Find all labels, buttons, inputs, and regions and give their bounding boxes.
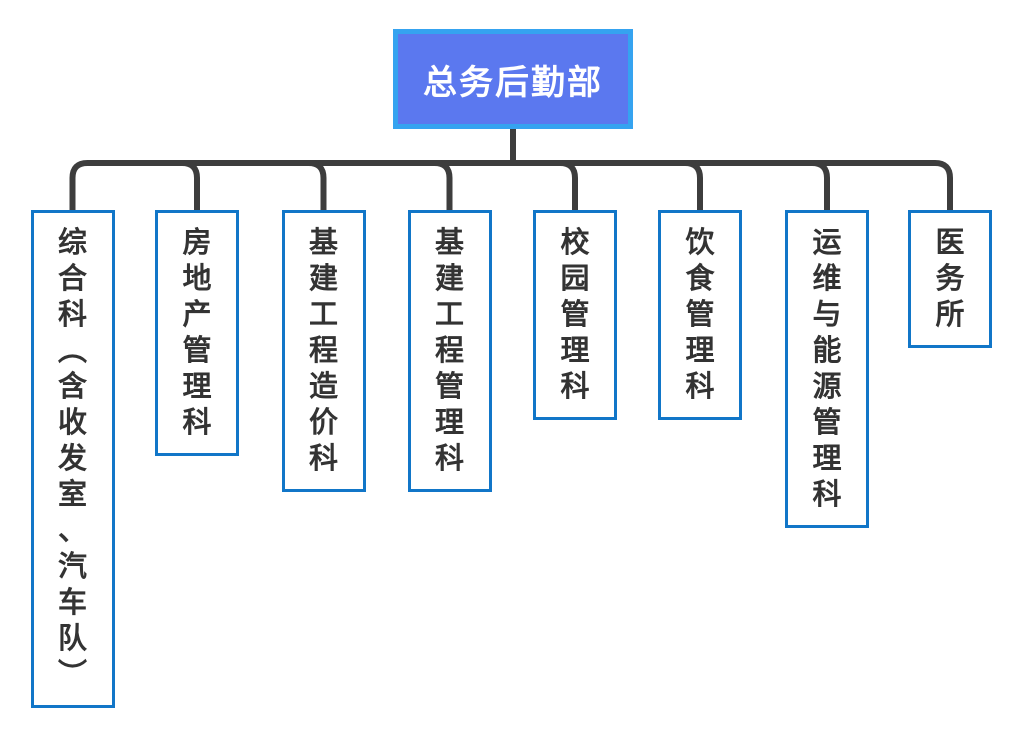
department-label-char: 科	[57, 299, 87, 331]
department-label-char: 科	[308, 443, 338, 475]
department-label-char: 发	[57, 443, 87, 475]
department-node[interactable]: 运维与能源管理科	[785, 210, 869, 528]
department-label-char: 管	[182, 335, 212, 367]
department-label-char: 合	[57, 263, 87, 295]
department-label-char: 工	[308, 299, 338, 331]
department-node[interactable]: 医务所	[908, 210, 992, 348]
department-label-char: 队	[57, 623, 87, 655]
department-label-char: 运	[812, 227, 842, 259]
department-label-char: 科	[560, 371, 590, 403]
department-label-char: 园	[560, 263, 590, 295]
department-label-char: 价	[308, 407, 338, 439]
department-label-char: 程	[434, 335, 464, 367]
department-label-char: 产	[182, 299, 212, 331]
department-label-char: 、	[57, 515, 87, 547]
department-label-char: 科	[182, 407, 212, 439]
department-node[interactable]: 校园管理科	[533, 210, 617, 420]
department-label-char: 校	[560, 227, 590, 259]
department-label-char: 科	[685, 371, 715, 403]
department-label-char: 科	[434, 443, 464, 475]
department-label-char: 理	[685, 335, 715, 367]
department-node[interactable]: 基建工程管理科	[407, 210, 492, 492]
root-node[interactable]: 总务后勤部	[393, 29, 633, 129]
department-label-char: 房	[182, 227, 212, 259]
department-label-char: 饮	[685, 227, 715, 259]
department-label-char: 管	[560, 299, 590, 331]
department-node[interactable]: 房地产管理科	[155, 210, 239, 456]
department-label-char: 管	[685, 299, 715, 331]
department-label-char: 工	[434, 299, 464, 331]
department-label-char: 源	[812, 371, 842, 403]
department-label-char: 室	[57, 479, 87, 511]
department-label-char: 理	[812, 443, 842, 475]
department-node[interactable]: 饮食管理科	[658, 210, 742, 420]
department-label-char: 含	[57, 371, 87, 403]
department-label-char: 食	[685, 263, 715, 295]
department-node[interactable]: 综合科 ︵ 含收发室、汽车队 ︶	[30, 210, 115, 708]
root-node-label: 总务后勤部	[423, 63, 603, 102]
department-label-char: 科	[812, 479, 842, 511]
department-label-char: 车	[57, 587, 87, 619]
department-label-char: 务	[935, 263, 965, 295]
department-label-char: 能	[812, 335, 842, 367]
department-label-char: 基	[308, 227, 338, 259]
department-label-char: 理	[434, 407, 464, 439]
department-label-char: 汽	[57, 551, 87, 583]
department-label-char: 与	[812, 299, 842, 331]
department-label-char: 程	[308, 335, 338, 367]
department-label-char: 建	[434, 263, 464, 295]
department-label-char: 理	[560, 335, 590, 367]
department-label-char: 管	[812, 407, 842, 439]
department-label-char: 基	[434, 227, 464, 259]
department-label-char: 收	[57, 407, 87, 439]
department-label-char: 理	[182, 371, 212, 403]
department-label-char: 所	[935, 299, 965, 331]
department-label-char: 地	[182, 263, 212, 295]
department-label-char: 造	[308, 371, 338, 403]
department-label-char: ︶	[57, 659, 87, 691]
department-label-char: ︵	[57, 335, 87, 367]
department-label-char: 综	[57, 227, 87, 259]
department-label-char: 医	[935, 227, 965, 259]
department-label-char: 管	[434, 371, 464, 403]
department-label-char: 建	[308, 263, 338, 295]
department-node[interactable]: 基建工程造价科	[281, 210, 366, 492]
department-label-char: 维	[812, 263, 842, 295]
